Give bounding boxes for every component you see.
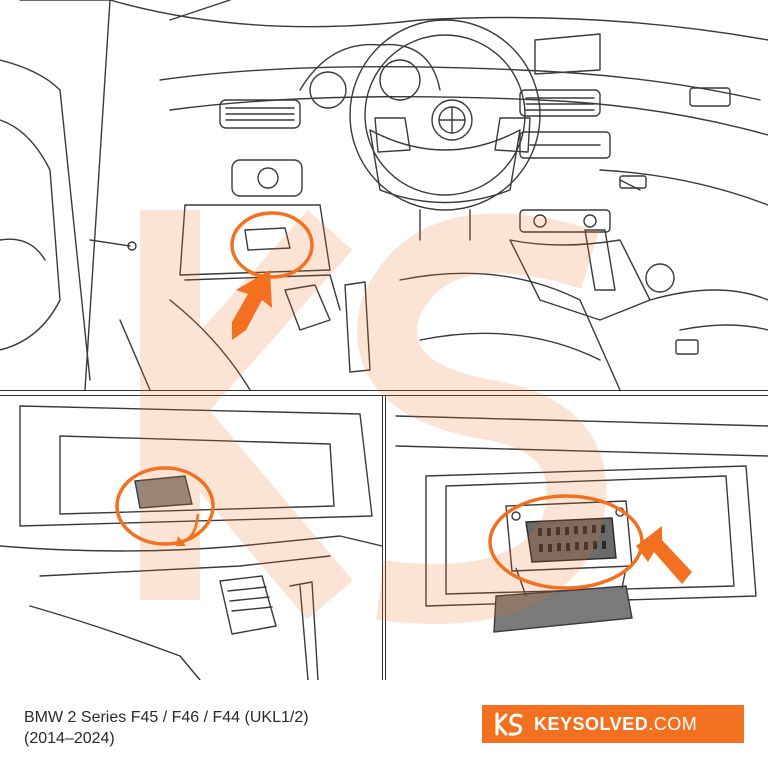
obd-port-panel — [386, 396, 768, 680]
overview-panel — [0, 0, 768, 390]
vehicle-model-label: BMW 2 Series F45 / F46 / F44 (UKL1/2) — [24, 709, 309, 726]
brand-suffix: .COM — [648, 713, 698, 734]
vehicle-caption: BMW 2 Series F45 / F46 / F44 (UKL1/2) (2… — [24, 707, 309, 749]
turn-arrow-icon — [181, 513, 200, 544]
orange-pointer-arrow — [636, 526, 692, 584]
vehicle-years-label: (2014–2024) — [24, 730, 115, 747]
orange-highlight-ring — [115, 466, 215, 546]
brand-name: KEYSOLVED.COM — [534, 713, 698, 734]
vertical-divider — [382, 396, 386, 680]
orange-pointer-arrow — [232, 270, 272, 340]
orange-highlight-ring — [230, 211, 314, 279]
cover-detail-panel — [0, 396, 382, 680]
car-interior-illustration — [0, 0, 768, 390]
horizontal-divider — [0, 390, 768, 396]
obd-cover — [134, 475, 193, 509]
brand-badge[interactable]: KEYSOLVED.COM — [482, 705, 744, 743]
dash-cover-illustration — [0, 405, 382, 680]
obd-port-illustration — [395, 415, 768, 633]
open-flap — [493, 585, 633, 633]
ks-logo-icon — [495, 712, 523, 736]
